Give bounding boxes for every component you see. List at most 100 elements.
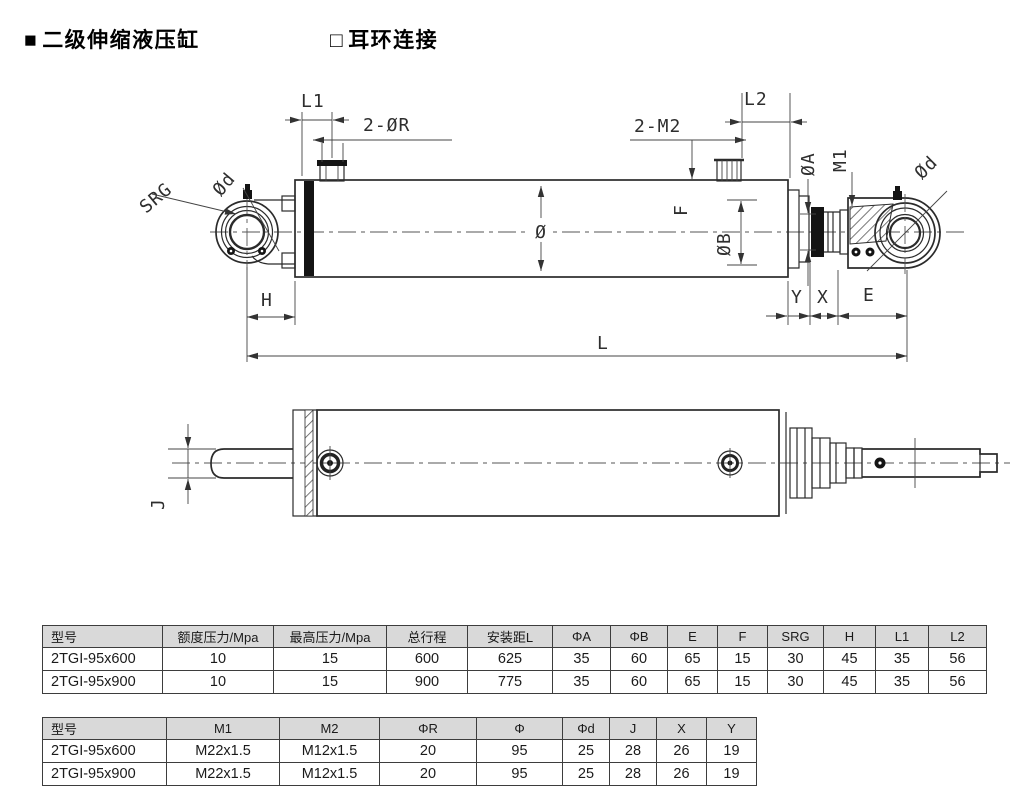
rod-gland-assembly: [788, 189, 849, 269]
open-square-marker: □: [330, 29, 345, 52]
dim-label-l: L: [597, 333, 609, 354]
column-header: 最高压力/Mpa: [273, 625, 387, 648]
table-cell: 95: [476, 762, 563, 786]
column-header: H: [823, 625, 876, 648]
cylinder-barrel: [294, 179, 789, 278]
table-cell: 2TGI-95x600: [42, 739, 167, 763]
column-header: J: [609, 717, 657, 740]
column-header: Φd: [562, 717, 610, 740]
dim-label-f: F: [671, 204, 692, 216]
connection-title-text: 耳环连接: [348, 29, 439, 52]
table-cell: 35: [875, 670, 929, 694]
column-header: SRG: [767, 625, 824, 648]
table-cell: 15: [717, 670, 768, 694]
table-cell: 26: [656, 762, 707, 786]
table-cell: 95: [476, 739, 563, 763]
table-cell: 900: [386, 670, 468, 694]
dim-label-phi: Ø: [535, 222, 547, 243]
table-cell: 25: [562, 739, 610, 763]
dim-label-2-m2: 2-M2: [634, 116, 681, 137]
table-cell: 20: [379, 739, 477, 763]
right-ear-ring: [847, 186, 941, 274]
dim-label-h: H: [261, 290, 273, 311]
table-cell: 20: [379, 762, 477, 786]
table-cell: M22x1.5: [166, 762, 280, 786]
table-cell: 625: [467, 647, 553, 671]
dim-label-phi-d-left: Ød: [209, 169, 240, 201]
table-cell: 60: [610, 670, 668, 694]
oil-port-right: [714, 158, 744, 182]
table-cell: 65: [667, 647, 718, 671]
table-cell: M12x1.5: [279, 739, 380, 763]
table-cell: 35: [552, 647, 611, 671]
end-plate: [292, 409, 318, 517]
column-header: ΦR: [379, 717, 477, 740]
column-header: X: [656, 717, 707, 740]
column-header: E: [667, 625, 718, 648]
table-cell: 10: [162, 647, 274, 671]
table-cell: 26: [656, 739, 707, 763]
table-cell: 2TGI-95x900: [42, 762, 167, 786]
rod-left: [210, 448, 293, 479]
column-header: ΦB: [610, 625, 668, 648]
table-cell: 775: [467, 670, 553, 694]
grease-nipple: [243, 190, 252, 199]
dim-label-m1: M1: [830, 148, 851, 172]
table-cell: 15: [273, 647, 387, 671]
table-cell: 2TGI-95x900: [42, 670, 163, 694]
table-cell: 15: [273, 670, 387, 694]
cylinder-side-view: L1 2-ØR 2-M2 L2 Ø: [136, 89, 968, 362]
dim-label-phi-b: ØB: [714, 232, 735, 256]
table-cell: 15: [717, 647, 768, 671]
table-cell: 600: [386, 647, 468, 671]
dim-label-x: X: [817, 287, 829, 308]
table-cell: 19: [706, 739, 757, 763]
column-header: 安装距L: [467, 625, 553, 648]
seal-band: [811, 207, 824, 257]
filled-square-marker: ■: [24, 29, 39, 52]
section-title-product: ■二级伸缩液压缸: [24, 24, 200, 54]
dim-label-y: Y: [791, 287, 803, 308]
table-cell: 60: [610, 647, 668, 671]
cylinder-bottom-view: J: [148, 409, 1010, 517]
table-cell: 2TGI-95x600: [42, 647, 163, 671]
product-title-text: 二级伸缩液压缸: [42, 29, 200, 52]
dim-label-phi-a: ØA: [798, 152, 819, 176]
table-cell: 10: [162, 670, 274, 694]
rod-end-steps: [785, 412, 998, 514]
column-header: 型号: [42, 625, 163, 648]
dim-label-phi-d-right: Ød: [911, 152, 943, 184]
table-cell: 19: [706, 762, 757, 786]
table-cell: 28: [609, 739, 657, 763]
section-title-connection: □耳环连接: [330, 24, 438, 54]
table-cell: M22x1.5: [166, 739, 280, 763]
table-cell: 35: [875, 647, 929, 671]
left-end-cap-band: [304, 181, 314, 276]
column-header: F: [717, 625, 768, 648]
dimensions-bottom-view: J: [148, 424, 216, 510]
column-header: Y: [706, 717, 757, 740]
port-circle-right: [717, 448, 743, 478]
table-cell: 45: [823, 647, 876, 671]
table-cell: 28: [609, 762, 657, 786]
table-cell: 25: [562, 762, 610, 786]
table-cell: 56: [928, 670, 987, 694]
dim-label-j: J: [148, 498, 169, 510]
dim-label-l1: L1: [301, 91, 325, 112]
column-header: ΦA: [552, 625, 611, 648]
table-cell: 30: [767, 670, 824, 694]
port-circle-left: [316, 446, 344, 480]
table-cell: 30: [767, 647, 824, 671]
column-header: L2: [928, 625, 987, 648]
column-header: Φ: [476, 717, 563, 740]
grease-nipple: [893, 191, 902, 200]
dim-label-2-phi-r: 2-ØR: [363, 115, 410, 136]
dim-label-e: E: [863, 285, 875, 306]
